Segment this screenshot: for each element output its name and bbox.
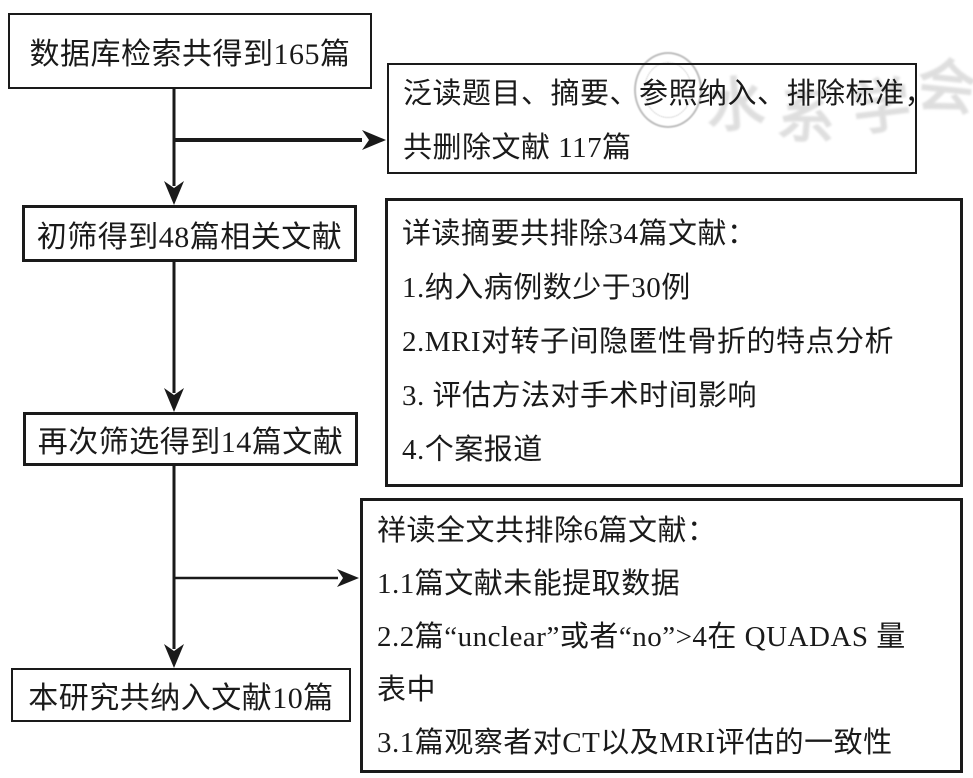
flow-box-database-search: 数据库检索共得到165篇: [8, 13, 372, 89]
exclusion-line: 表中: [377, 674, 437, 706]
flow-box-label: 数据库检索共得到165篇: [29, 38, 351, 71]
flow-box-second-screen: 再次筛选得到14篇文献: [23, 412, 358, 466]
exclusion-box-skim: 泛读题目、摘要、参照纳入、排除标准， 共删除文献 117篇: [387, 63, 935, 174]
exclusion-line: 2.2篇“unclear”或者“no”>4在 QUADAS 量: [377, 621, 906, 653]
flow-box-label: 本研究共纳入文献10篇: [28, 682, 334, 715]
arrowhead-db-to-initial: [164, 181, 184, 205]
exclusion-line: 1.纳入病例数少于30例: [402, 272, 691, 304]
exclusion-line: 4.个案报道: [402, 434, 543, 466]
flow-box-label: 初筛得到48篇相关文献: [36, 220, 343, 254]
exclusion-box-fulltext: 祥读全文共排除6篇文献： 1.1篇文献未能提取数据 2.2篇“unclear”或…: [360, 498, 963, 773]
arrowhead-to-exclusion-skim: [362, 130, 386, 150]
arrowhead-second-to-included: [164, 644, 184, 668]
exclusion-line: 祥读全文共排除6篇文献：: [377, 515, 717, 547]
flow-box-label: 再次筛选得到14篇文献: [37, 426, 344, 459]
arrowhead-initial-to-second: [164, 388, 184, 412]
exclusion-line: 1.1篇文献未能提取数据: [377, 568, 681, 600]
exclusion-line: 详读摘要共排除34篇文献：: [402, 218, 757, 250]
flow-box-initial-screen: 初筛得到48篇相关文献: [22, 205, 357, 262]
exclusion-line: 3.1篇观察者对CT以及MRI评估的一致性: [377, 727, 893, 759]
exclusion-line: 共删除文献 117篇: [403, 132, 632, 164]
exclusion-line: 2.MRI对转子间隐匿性骨折的特点分析: [402, 326, 895, 358]
arrowhead-to-exclusion-fulltext: [337, 569, 359, 587]
exclusion-box-abstract: 详读摘要共排除34篇文献： 1.纳入病例数少于30例 2.MRI对转子间隐匿性骨…: [385, 198, 963, 487]
exclusion-line: 泛读题目、摘要、参照纳入、排除标准，: [403, 78, 935, 110]
flow-box-included: 本研究共纳入文献10篇: [11, 668, 351, 722]
exclusion-line: 3. 评估方法对手术时间影响: [402, 380, 758, 412]
